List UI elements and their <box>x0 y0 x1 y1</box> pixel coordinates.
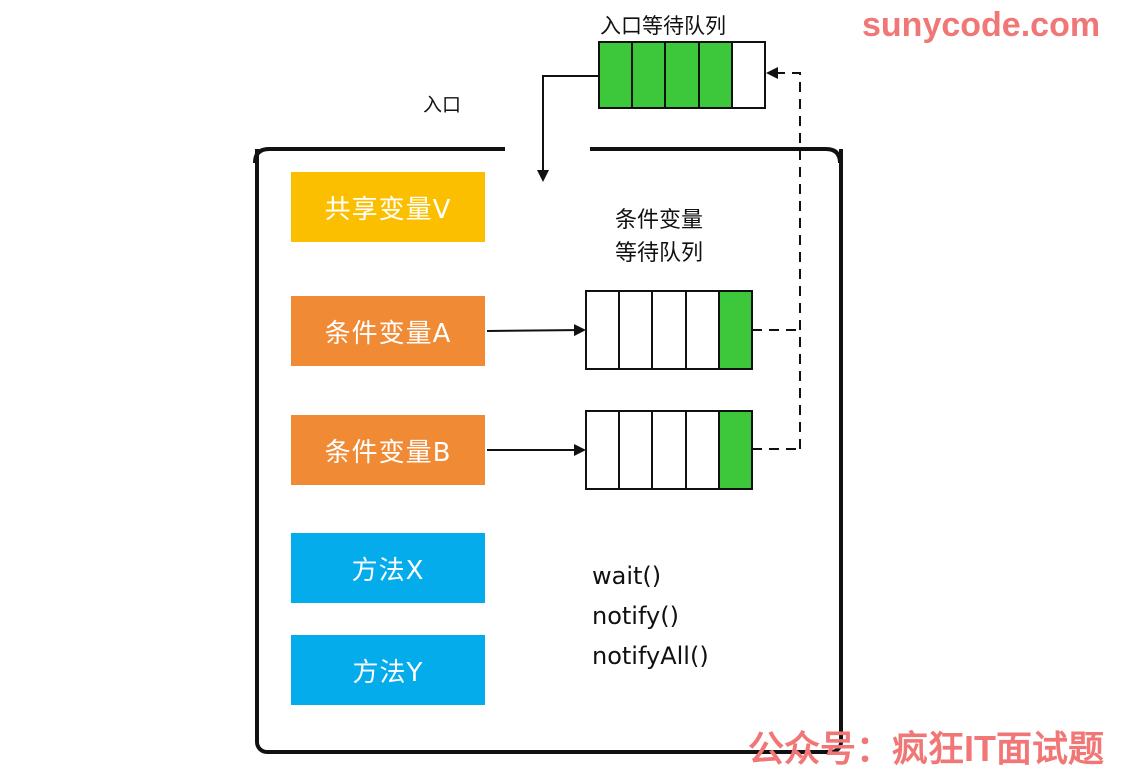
cond-a-queue-cell <box>620 292 654 368</box>
entry-arrow <box>537 75 598 182</box>
condition-a-queue <box>585 290 753 370</box>
cv-queue-label-line1: 条件变量 <box>615 208 704 233</box>
entry-queue-label: 入口等待队列 <box>600 14 726 38</box>
monitor-top-right <box>590 147 842 164</box>
condition-b-block: 条件变量B <box>291 415 485 485</box>
cond-b-queue-cell <box>719 412 752 488</box>
method-list: wait() notify() notifyAll() <box>592 556 709 676</box>
cond-a-queue-cell <box>686 292 720 368</box>
return-vertical-dash <box>766 67 801 449</box>
monitor-top-left <box>253 147 505 164</box>
entry-queue-cell <box>666 43 700 107</box>
notify-text: notify() <box>592 602 679 630</box>
notify-all-text: notifyAll() <box>592 642 709 670</box>
monitor-box <box>255 149 843 754</box>
entry-queue-cell <box>699 43 733 107</box>
wait-text: wait() <box>592 562 662 590</box>
shared-variable-block: 共享变量V <box>291 172 485 242</box>
cond-a-queue-cell <box>587 292 621 368</box>
cv-queue-label-line2: 等待队列 <box>615 241 704 266</box>
cond-b-queue-cell <box>620 412 654 488</box>
entry-queue <box>598 41 766 109</box>
method-y-block: 方法Y <box>291 635 485 705</box>
cond-a-arrow <box>486 324 586 337</box>
method-x-block: 方法X <box>291 533 485 603</box>
cond-b-queue-cell <box>686 412 720 488</box>
condition-b-queue <box>585 410 753 490</box>
cond-a-queue-cell <box>719 292 752 368</box>
site-watermark: sunycode.com <box>862 6 1101 44</box>
cond-b-queue-cell <box>653 412 687 488</box>
condition-a-block: 条件变量A <box>291 296 485 366</box>
entry-queue-cell <box>732 43 765 107</box>
entry-queue-cell <box>633 43 667 107</box>
wechat-watermark: 公众号：疯狂IT面试题 <box>748 728 1104 769</box>
cond-a-queue-cell <box>653 292 687 368</box>
entry-label: 入口 <box>423 94 462 116</box>
cond-b-queue-cell <box>587 412 621 488</box>
entry-queue-cell <box>600 43 634 107</box>
cv-queue-label: 条件变量 等待队列 <box>615 204 703 270</box>
